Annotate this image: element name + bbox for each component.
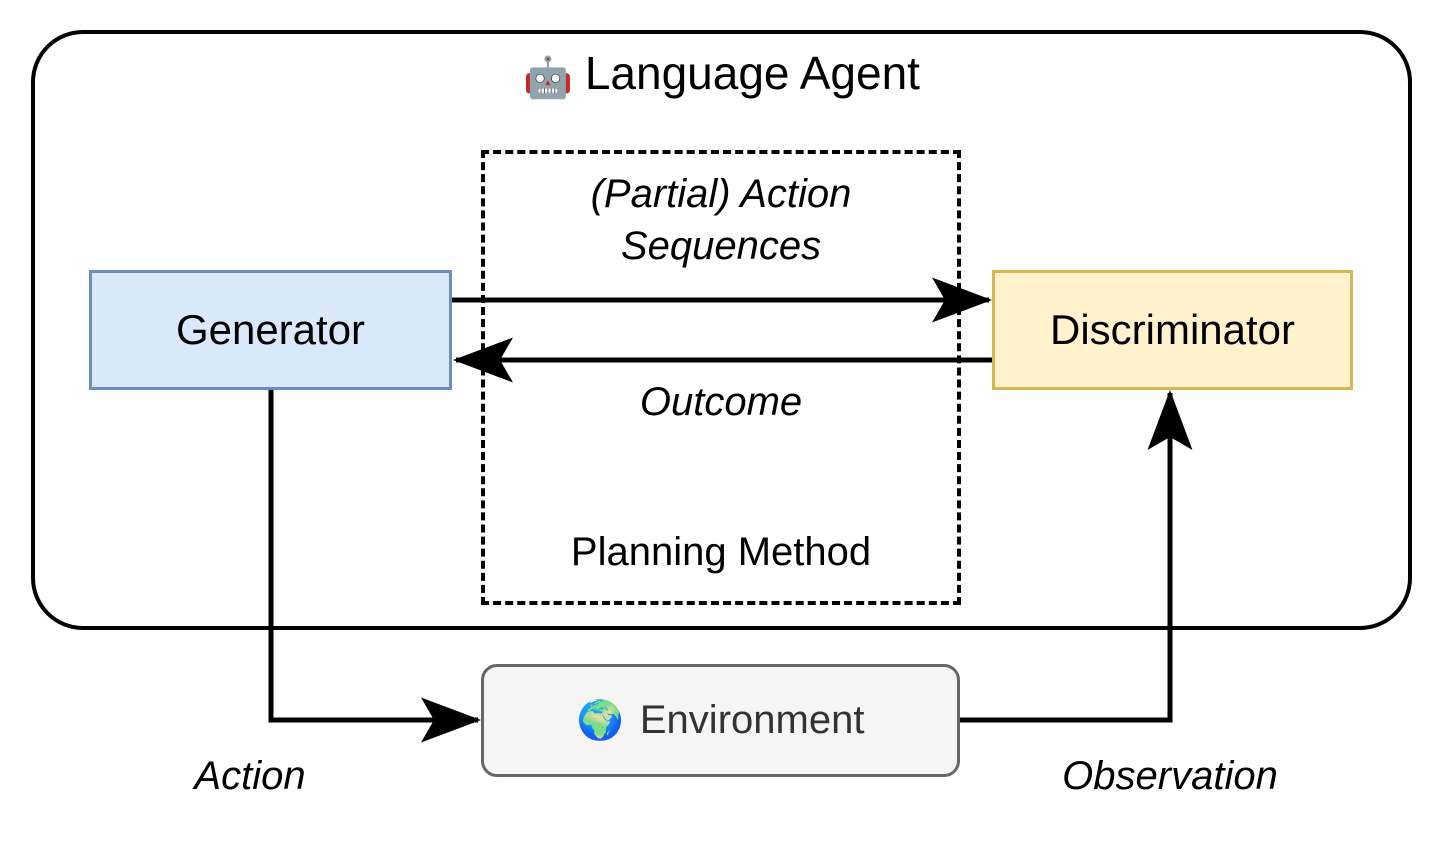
edge-label-observation: Observation bbox=[1062, 754, 1278, 798]
edge-label-action-sequences: (Partial) Action Sequences bbox=[481, 168, 961, 272]
edge-label-action: Action bbox=[194, 754, 306, 798]
language-agent-container bbox=[31, 30, 1412, 630]
planning-method-label: Planning Method bbox=[570, 530, 872, 574]
node-generator[interactable]: Generator bbox=[89, 270, 452, 390]
edge-label-action-sequences-line2: Sequences bbox=[620, 224, 822, 268]
page-title: 🤖Language Agent bbox=[31, 44, 1412, 107]
page-title-text: Language Agent bbox=[584, 47, 920, 99]
node-discriminator-label: Discriminator bbox=[1049, 306, 1296, 353]
edge-label-outcome: Outcome bbox=[639, 380, 803, 424]
node-environment-label: Environment bbox=[639, 698, 865, 742]
node-generator-label: Generator bbox=[175, 306, 366, 353]
planning-method-region bbox=[481, 150, 961, 605]
edge-label-action-sequences-line1: (Partial) Action bbox=[590, 172, 852, 216]
robot-icon: 🤖 bbox=[523, 56, 573, 100]
globe-icon: 🌍 bbox=[576, 699, 624, 742]
node-environment[interactable]: 🌍 Environment bbox=[481, 664, 960, 777]
node-discriminator[interactable]: Discriminator bbox=[992, 270, 1353, 390]
